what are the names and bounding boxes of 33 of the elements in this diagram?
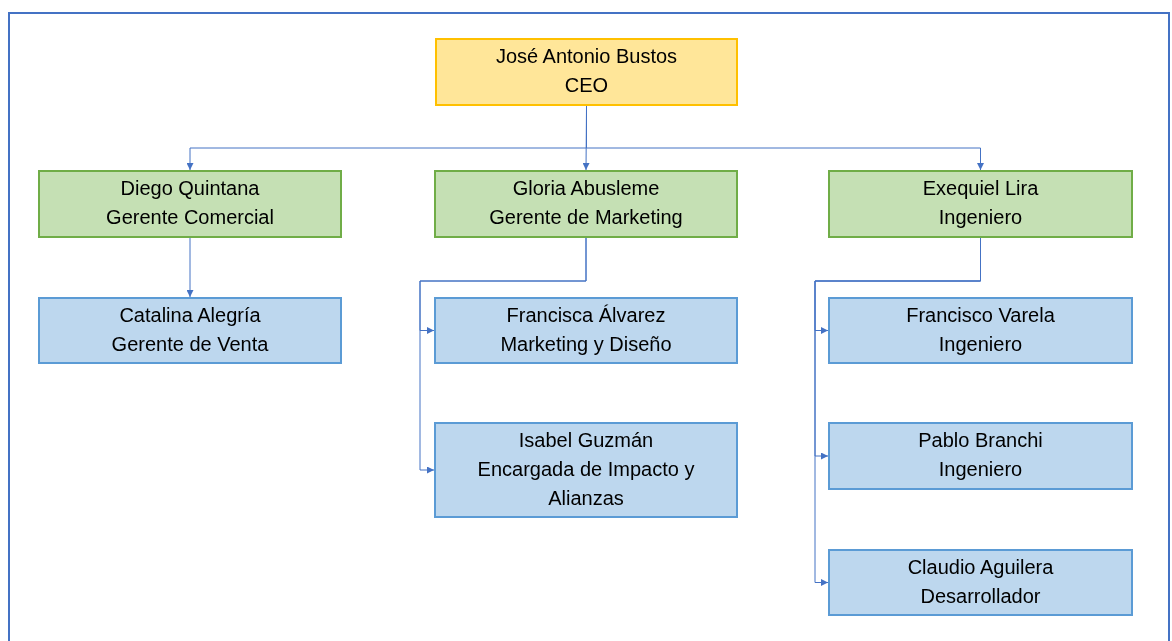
role-box [434,297,738,364]
node-text: Claudio Aguilera [906,555,1055,580]
node-text: Francisca Álvarez [505,303,667,328]
node-text: Ingeniero [937,205,1024,230]
node-text: Gerente de Marketing [488,205,684,230]
connector-arrow [186,237,194,298]
role-box [828,297,1133,364]
role-box [435,38,738,106]
node-text: José Antonio Bustos [494,44,679,69]
node-text: Exequiel Lira [921,176,1040,201]
role-box [434,170,738,238]
role-box [38,297,342,364]
node-text: Ingeniero [937,332,1024,357]
role-box [434,422,738,518]
node-text: Ingeniero [937,457,1024,482]
node-text: CEO [563,73,610,98]
node-text: Pablo Branchi [917,428,1044,453]
role-box [828,422,1133,490]
node-text: Gerente de Venta [110,332,270,357]
node-text: Gloria Abusleme [511,176,661,201]
connector-arrow [419,237,587,474]
node-text: Encargada de Impacto y Alianzas [476,457,696,511]
node-text: Catalina Alegría [118,303,262,328]
node-text: Francisco Varela [905,303,1056,328]
role-box [828,549,1133,616]
node-text: Desarrollador [919,584,1042,609]
node-text: Marketing y Diseño [499,332,673,357]
node-text: Gerente Comercial [105,205,275,230]
node-text: Isabel Guzmán [517,428,655,453]
role-box [38,170,342,238]
node-text: Diego Quintana [119,176,261,201]
frame-box [8,12,1170,641]
role-box [828,170,1133,238]
